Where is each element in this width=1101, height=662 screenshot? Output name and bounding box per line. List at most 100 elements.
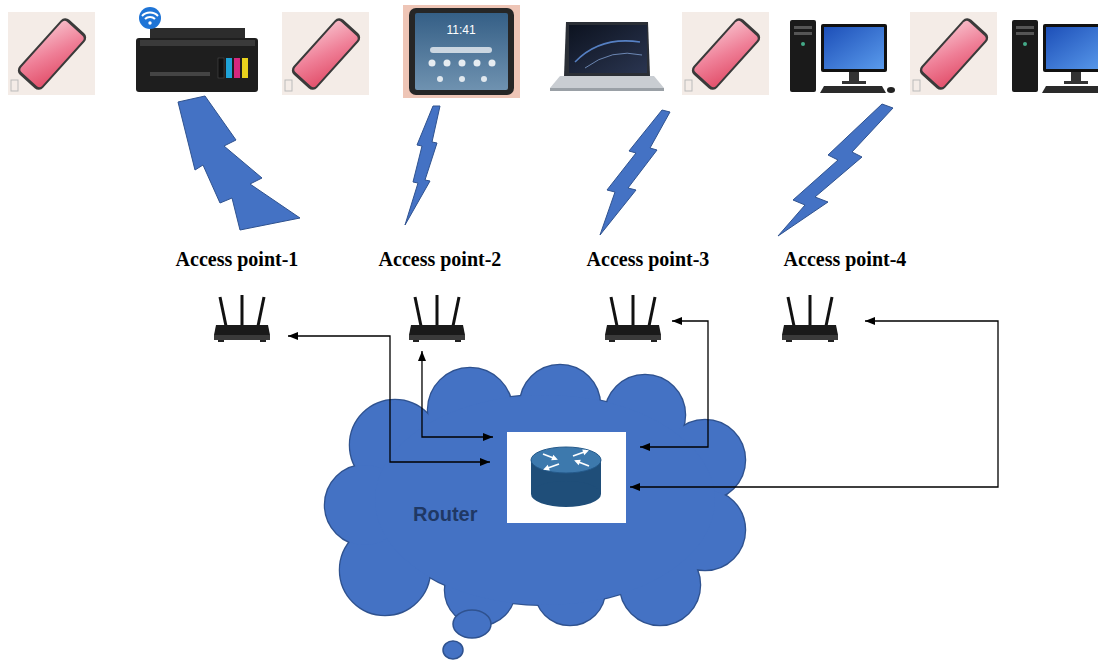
access-point-icon: [415, 297, 421, 326]
cloud-shape: [375, 395, 715, 605]
access-point: Access point-2: [379, 248, 502, 343]
printer-picture: [242, 58, 248, 78]
tablet-picture: [403, 5, 520, 98]
tablet-picture: [409, 8, 514, 95]
access-point-icon: [220, 297, 226, 326]
laptop-picture: [550, 88, 664, 91]
router-icon: [507, 432, 626, 523]
cloud-shape: [325, 365, 745, 659]
access-point-icon: [826, 297, 832, 326]
access-point-icon: [453, 297, 459, 326]
access-point-icon: [260, 340, 266, 342]
printer-picture: [145, 17, 155, 19]
access-point-icon: [218, 340, 224, 342]
wireless-bolt: [178, 96, 893, 236]
router-arrow-head: [574, 460, 581, 466]
access-point: Access point-4: [784, 248, 907, 343]
cloud-shape: [325, 365, 745, 625]
wireless-bolt: [600, 110, 670, 235]
desktop-picture: [790, 20, 895, 93]
access-point-icon: [649, 297, 655, 326]
access-point-icon: [409, 335, 465, 340]
wireless-bolt: [778, 104, 893, 236]
thought-bubble: [443, 641, 463, 659]
laptop-picture: [585, 53, 642, 68]
desktop-picture: [1012, 20, 1098, 93]
tablet-picture: [403, 5, 520, 98]
printer-picture: [234, 58, 240, 78]
access-point: Access point-3: [587, 248, 710, 343]
router-cloud: Router: [320, 355, 760, 662]
tablet-picture: [429, 60, 436, 67]
access-point-icon: [435, 295, 438, 326]
access-point-icon: [609, 340, 615, 342]
access-point-icon: [651, 340, 657, 342]
desktop-picture: [1012, 20, 1098, 93]
router-arrow-head: [582, 450, 589, 456]
thought-bubble: [443, 610, 491, 659]
access-point-icon: [409, 325, 465, 335]
access-point-icon: [258, 297, 264, 326]
cloud-shape: [325, 365, 745, 625]
access-point-icon: [780, 295, 840, 343]
access-point-icon: [605, 335, 661, 340]
printer-picture: [218, 58, 224, 78]
laptop-picture: [550, 22, 664, 91]
tablet-picture: [459, 60, 466, 67]
access-point-icon: [786, 340, 792, 342]
node-label: Access point-2: [379, 248, 502, 271]
tablet-picture: [415, 13, 508, 90]
printer-picture: [142, 13, 158, 16]
router-arrows: [543, 450, 589, 471]
printer-picture: [150, 72, 210, 76]
laptop-picture: [575, 41, 640, 62]
access-point-icon: [603, 295, 663, 343]
laptop-picture: [564, 22, 650, 76]
cloud-shape: [375, 395, 715, 605]
smartphone-picture: [282, 12, 369, 95]
tablet-picture: [459, 76, 465, 82]
tablet-picture: [430, 47, 492, 53]
access-point-icon: [828, 340, 834, 342]
tablet-picture: [474, 60, 481, 67]
smartphone-picture: [682, 12, 769, 95]
laptop-picture: [569, 25, 647, 73]
router-icon: [531, 481, 601, 507]
smartphone-picture: [910, 12, 997, 95]
access-point-icon: [407, 295, 467, 343]
printer-picture: [148, 21, 151, 24]
tablet-picture: [481, 76, 487, 82]
wireless-bolt: [405, 106, 440, 225]
tablet-picture: [489, 60, 496, 67]
laptop-picture: [550, 76, 664, 88]
screen-clock: 11:41: [446, 24, 475, 38]
printer-picture: [139, 7, 161, 29]
access-point-icon: [605, 325, 661, 335]
wireless-bolt: [178, 96, 300, 230]
cloud-outline: [320, 355, 760, 662]
printer-picture: [226, 58, 232, 78]
node-label: Access point-3: [587, 248, 710, 271]
printer-picture: [136, 38, 258, 92]
access-point-icon: [214, 325, 270, 335]
smartphone-picture: [8, 12, 95, 95]
access-point-icon: [212, 295, 272, 343]
router-arrow-head: [551, 455, 558, 461]
access-point-icon: [809, 295, 812, 326]
access-point-icon: [214, 335, 270, 340]
tablet-picture: [437, 76, 443, 82]
access-point-icon: [788, 297, 794, 326]
router-icon: [531, 447, 601, 473]
access-point-icon: [782, 335, 838, 340]
printer-picture: [140, 40, 255, 46]
desktop-picture: [790, 20, 1101, 93]
printer-picture: [136, 7, 258, 92]
access-point-icon: [240, 295, 243, 326]
access-point-icon: [413, 340, 419, 342]
access-point-icon: [631, 295, 634, 326]
node-label: Router: [413, 503, 477, 526]
router-arrow-head: [543, 465, 550, 471]
